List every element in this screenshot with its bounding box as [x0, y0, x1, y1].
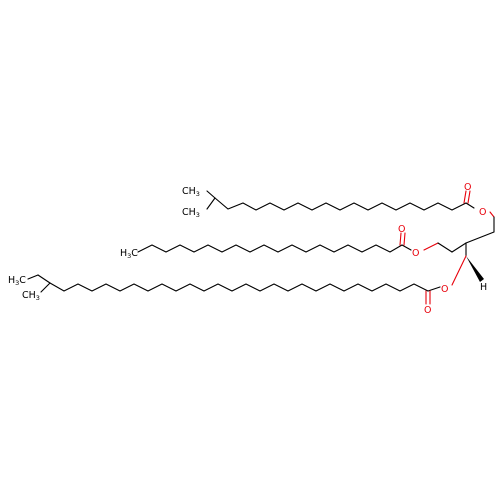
methyl-mid-label: H3C	[120, 248, 138, 260]
chain-bot	[27, 274, 441, 305]
carbonyl-o-bot-label: O	[424, 305, 431, 316]
methyl-top-b-label: CH3	[182, 207, 200, 219]
chain-mid	[137, 231, 495, 253]
ester-o-mid-label: O	[412, 248, 419, 259]
stereo-c-o	[451, 255, 467, 286]
chain-top-c-o	[465, 202, 475, 209]
chain-top-co-double-1	[463, 190, 467, 204]
ester-o-top-label: O	[479, 207, 486, 218]
chain-mid-co-double-2	[403, 232, 406, 246]
chain-mid-ester-bond	[423, 242, 439, 251]
chain-top-branch	[206, 190, 216, 199]
chain-top-backbone	[214, 197, 467, 211]
methyl-bot-b-label: CH3	[22, 290, 40, 302]
chain-mid-glycerol-2	[451, 242, 467, 253]
methyl-bot-a-label: H3C	[8, 275, 26, 287]
chain-mid-c-o	[401, 244, 412, 251]
chain-mid-co-double-1	[399, 232, 402, 246]
methyl-top-a-label: CH3	[182, 186, 200, 198]
chain-bot-branch-up	[37, 274, 51, 284]
wedge-bond	[466, 256, 484, 282]
chain-bot-c-o	[427, 286, 441, 292]
atom-labels: CH3 CH3 O O H3C O O H H3C CH3 O O	[8, 182, 487, 316]
carbonyl-o-mid-label: O	[398, 224, 405, 235]
chain-bot-branch-up-2	[27, 274, 39, 280]
chain-bot-backbone	[49, 282, 429, 292]
chain-mid-glycerol-1	[437, 242, 453, 253]
chain-mid-glycerol-3	[465, 231, 495, 244]
chain-bot-branch-down	[40, 282, 51, 293]
chain-top	[206, 190, 495, 233]
stereo-h-label: H	[480, 282, 487, 293]
chain-mid-backbone	[137, 244, 403, 253]
carbonyl-o-top-label: O	[464, 182, 471, 193]
ester-o-bot-label: O	[441, 284, 448, 295]
chain-top-co-double-2	[467, 190, 471, 204]
chain-top-ester-bond	[489, 211, 495, 218]
chain-top-branch-2	[206, 197, 216, 210]
stereocenter	[451, 242, 484, 286]
